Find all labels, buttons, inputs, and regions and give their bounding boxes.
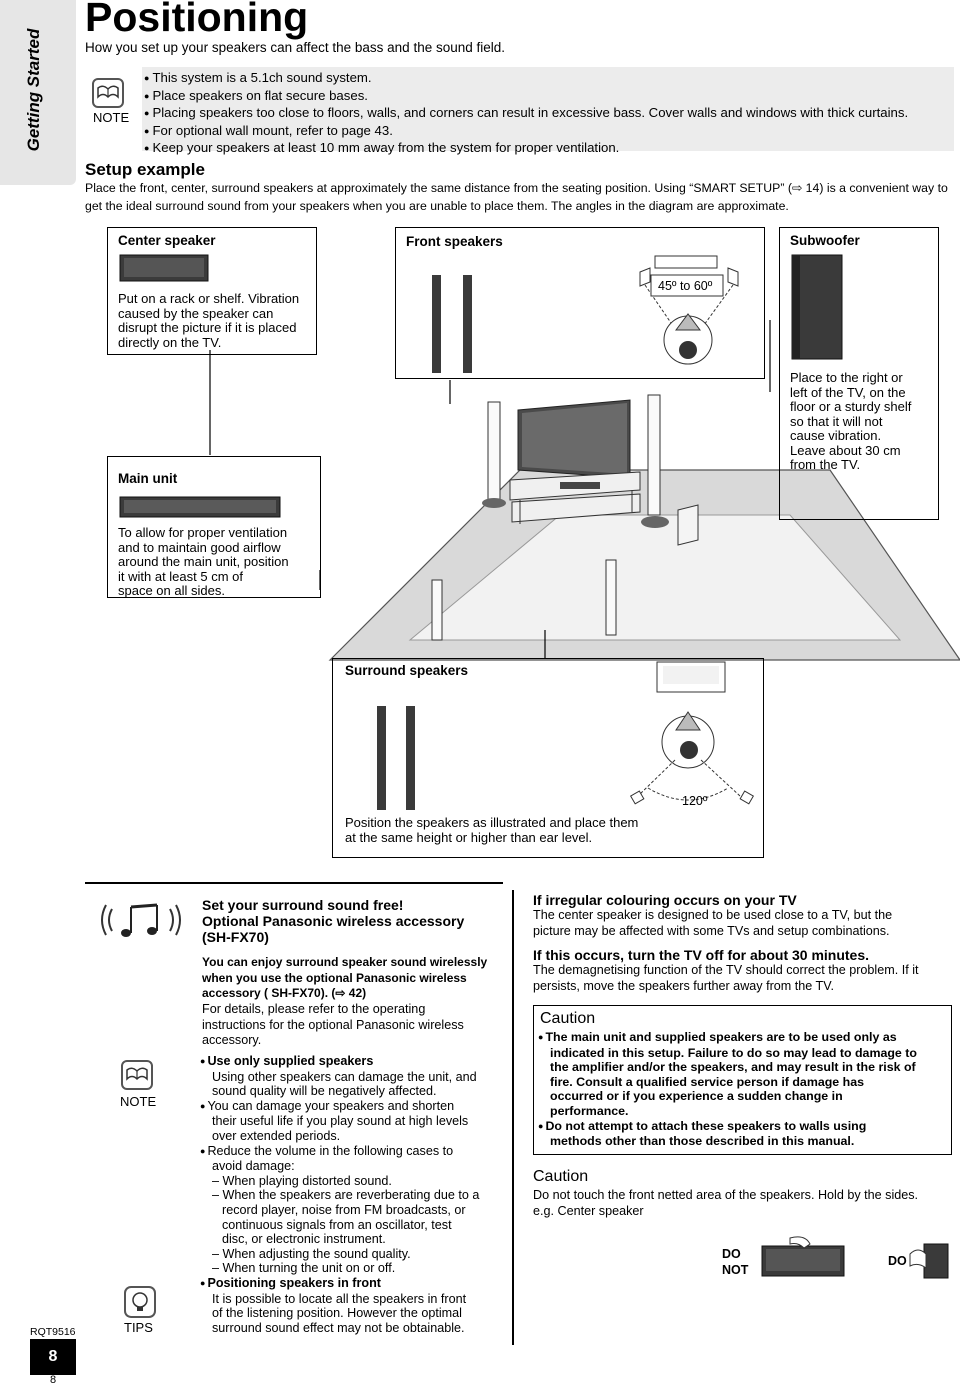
divider-left: [85, 882, 503, 884]
note-book-icon-2: [121, 1060, 153, 1090]
front-speakers-box: [395, 227, 765, 379]
front-angle-label: 45º to 60º: [658, 279, 713, 293]
setup-heading: Setup example: [85, 160, 205, 179]
surround-speaker-left: [377, 706, 386, 810]
note-item: Keep your speakers at least 10 mm away f…: [144, 140, 908, 158]
wireless-music-icon: [101, 903, 181, 937]
wireless-bold-text: You can enjoy surround speaker sound wir…: [202, 955, 488, 1000]
caution-text-2: Do not touch the front netted area of th…: [533, 1188, 919, 1218]
note-item: Placing speakers too close to floors, wa…: [144, 105, 908, 123]
page-title: Positioning: [85, 0, 309, 40]
tv-top-view: [654, 255, 718, 269]
setup-line-2: get the ideal surround sound from your s…: [85, 199, 789, 213]
wireless-text: For details, please refer to the operati…: [202, 1002, 464, 1047]
caution-text-1: The main unit and supplied speakers are …: [538, 1030, 917, 1149]
note-item: Place speakers on flat secure bases.: [144, 88, 908, 106]
caution-heading-1: Caution: [540, 1010, 596, 1027]
note-label-2: NOTE: [120, 1094, 157, 1109]
main-unit-title: Main unit: [118, 471, 178, 486]
irregular-heading: If irregular colouring occurs on your TV: [533, 892, 797, 908]
surround-speaker-right: [406, 706, 415, 810]
subwoofer-title: Subwoofer: [790, 233, 860, 248]
surround-speakers-title: Surround speakers: [345, 663, 469, 678]
section-tab: [0, 0, 76, 185]
surround-angle-label: 120º: [682, 794, 708, 808]
setup-line-1: Place the front, center, surround speake…: [85, 181, 948, 195]
turn-off-text: The demagnetising function of the TV sho…: [533, 963, 919, 993]
notes-list: Use only supplied speakers Using other s…: [200, 1054, 500, 1335]
page-number: 8: [50, 1374, 57, 1386]
wireless-heading: Set your surround sound free!Optional Pa…: [202, 897, 465, 945]
page-subtitle: How you set up your speakers can affect …: [85, 40, 506, 55]
surround-speakers-box: [332, 658, 764, 858]
surround-text: Position the speakers as illustrated and…: [345, 815, 639, 845]
subwoofer: [791, 254, 843, 360]
center-speaker-box: [107, 227, 317, 355]
note-book-icon: [92, 78, 124, 108]
turn-off-heading: If this occurs, turn the TV off for abou…: [533, 947, 870, 963]
note-item: For optional wall mount, refer to page 4…: [144, 123, 908, 141]
center-speaker-title: Center speaker: [118, 233, 216, 248]
tips-label: TIPS: [124, 1320, 153, 1335]
subwoofer-box: [779, 227, 939, 520]
handling-illustration: [761, 1236, 949, 1279]
divider-vertical: [512, 890, 514, 1345]
front-speaker-left: [432, 275, 441, 373]
note-list: This system is a 5.1ch sound system. Pla…: [144, 70, 908, 158]
main-unit-box: [107, 456, 321, 598]
do-label: DO: [888, 1254, 907, 1268]
setup-diagram: [119, 254, 960, 810]
front-speaker-right: [463, 275, 472, 373]
note-item: This system is a 5.1ch sound system.: [144, 70, 908, 88]
front-speakers-title: Front speakers: [406, 234, 503, 249]
irregular-text: The center speaker is designed to be use…: [533, 908, 893, 938]
page-number-tab: 8: [30, 1339, 76, 1375]
model-code: RQT9516: [30, 1326, 76, 1338]
note-label: NOTE: [93, 110, 130, 125]
tips-bulb-icon: [124, 1286, 156, 1318]
caution-heading-2: Caution: [533, 1168, 589, 1185]
